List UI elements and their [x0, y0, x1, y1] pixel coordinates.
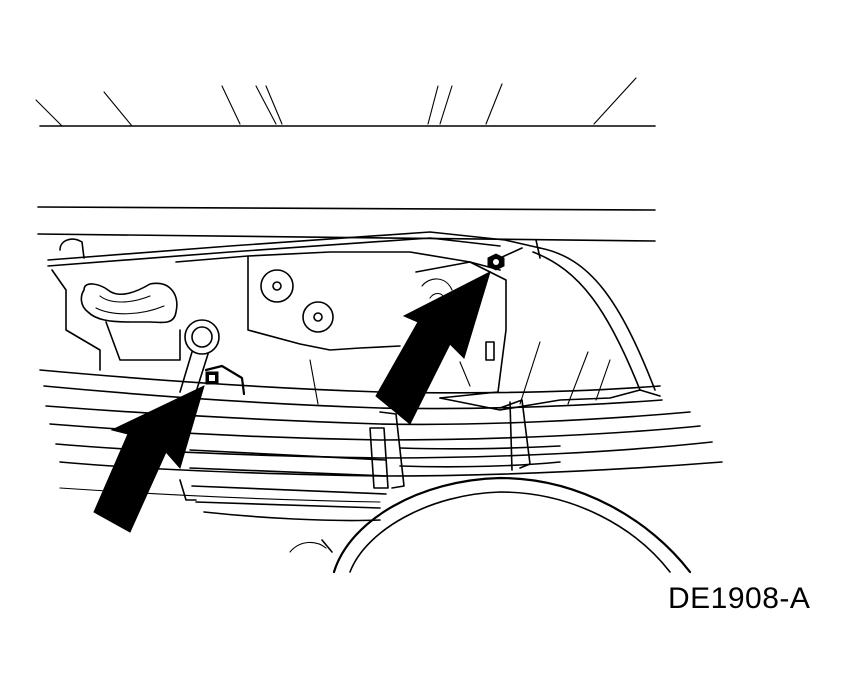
callout-arrow-right [375, 271, 491, 425]
bracket-nut [487, 253, 505, 271]
frame-side-member [37, 206, 656, 242]
frame-lower-detail [309, 341, 661, 411]
brake-tube [47, 231, 656, 391]
tire [289, 476, 692, 574]
spring-hanger [51, 238, 181, 371]
brake-line-clip [204, 364, 246, 396]
frame-rail-top [35, 77, 656, 127]
callout-arrow-left [93, 385, 205, 533]
u-bolt-eye [179, 319, 220, 393]
figure-id-label: DE1908-A [668, 582, 811, 615]
spring-clips [179, 399, 531, 501]
